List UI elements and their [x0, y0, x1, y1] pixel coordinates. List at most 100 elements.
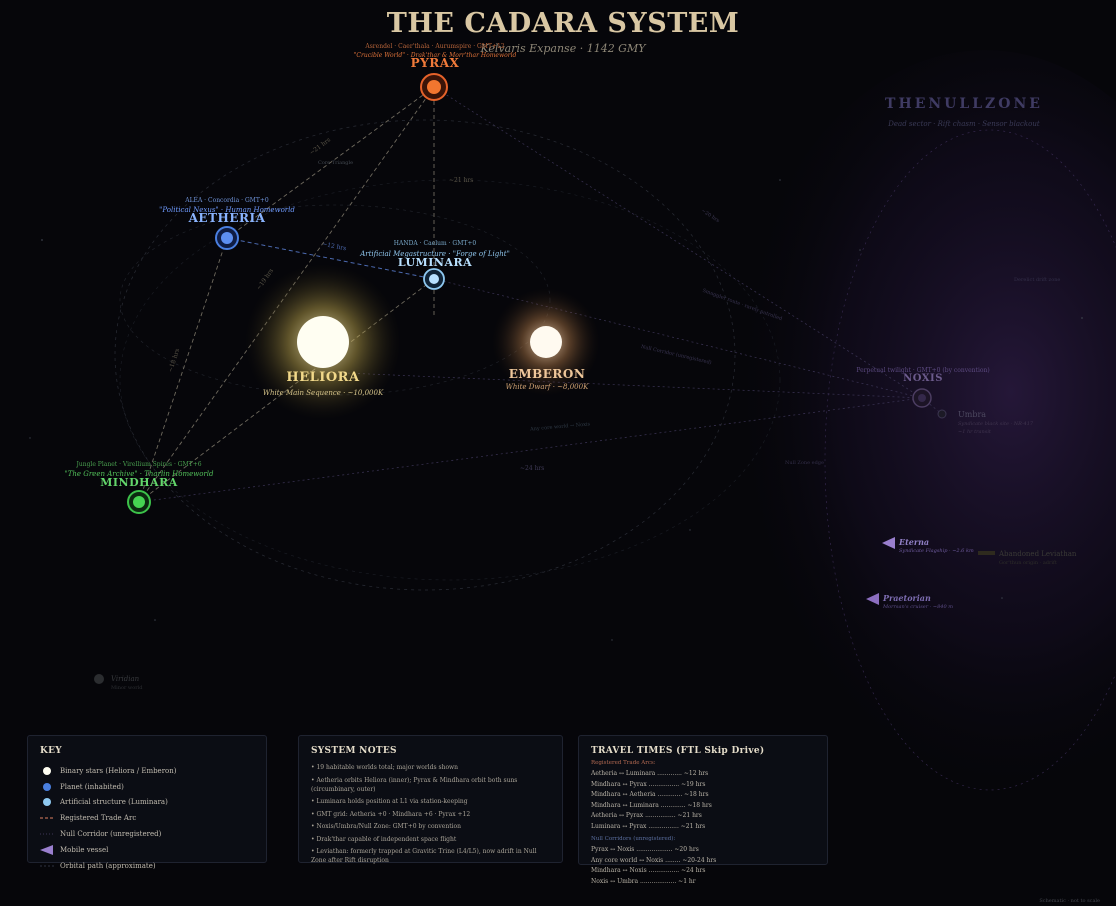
- luminara-label[interactable]: LUMINARA: [397, 256, 473, 269]
- key-label: Binary stars (Heliora / Emberon): [60, 766, 177, 775]
- emberon-label[interactable]: EMBERON: [508, 367, 586, 381]
- heliora-desc: White Main Sequence · ~10,000K: [262, 389, 384, 397]
- notes-panel: SYSTEM NOTES • 19 habitable worlds total…: [298, 735, 563, 864]
- heliora-star[interactable]: [297, 316, 349, 368]
- note-item: • GMT grid: Aetheria +0 · Mindhara +6 · …: [311, 810, 471, 818]
- travel-row: Noxis ↔ Umbra ................... ~1 hr: [591, 877, 696, 885]
- travel-row: Aetheria ↔ Luminara ............. ~12 hr…: [591, 770, 709, 777]
- notes-title: SYSTEM NOTES: [311, 746, 397, 756]
- umbra-planet[interactable]: [937, 409, 947, 419]
- viridian-label[interactable]: Viridian: [111, 675, 140, 683]
- route-mindhara-noxis-label: ~24 hrs: [520, 465, 545, 472]
- note-item: • Luminara holds position at L1 via stat…: [311, 798, 468, 805]
- arc-pyrax-aetheria: [226, 86, 435, 239]
- note-item: • Drak'thar capable of independent space…: [311, 835, 457, 843]
- key-label: Null Corridor (unregistered): [60, 830, 162, 839]
- key-panel: KEY Binary stars (Heliora / Emberon) Pla…: [27, 735, 267, 870]
- key-item: Orbital path (approximate): [40, 858, 254, 874]
- eterna-vessel-icon[interactable]: [882, 537, 895, 549]
- mindhara-tagline: "The Green Archive" · Tharlin Homeworld: [64, 470, 214, 478]
- pyrax-meta: Asrendel · Caer'thala · Aurumspire · GMT…: [365, 43, 505, 50]
- key-item: Planet (inhabited): [40, 779, 254, 795]
- trade-arc-icon: [40, 815, 54, 821]
- noxis-planet[interactable]: [912, 388, 932, 408]
- travel-row: Mindhara ↔ Aetheria ............. ~18 hr…: [591, 791, 709, 798]
- praetorian-label[interactable]: Praetorian: [883, 593, 931, 603]
- eterna-label[interactable]: Eterna: [899, 537, 930, 547]
- emberon-desc: White Dwarf · ~8,000K: [505, 383, 589, 391]
- corridor-mindhara-noxis: [138, 397, 923, 503]
- null-zone-region: [725, 50, 1116, 810]
- mindhara-meta: Jungle Planet · Virellium Spires · GMT+6: [76, 461, 202, 468]
- noxis-meta: Perpetual twilight · GMT+0 (by conventio…: [856, 367, 990, 374]
- umbra-sub1: Syndicate black site · NR-417: [958, 421, 1034, 427]
- key-item: Null Corridor (unregistered): [40, 826, 254, 842]
- corridor-luminara-noxis: [433, 278, 923, 399]
- registered-arcs-heading: Registered Trade Arcs:: [591, 760, 656, 766]
- viridian-sub: Minor world: [111, 685, 143, 691]
- arc-aetheria-luminara: [226, 237, 435, 280]
- aetheria-label[interactable]: AETHERIA: [188, 211, 266, 225]
- key-label: Registered Trade Arc: [60, 814, 137, 823]
- note-item: • 19 habitable worlds total; major world…: [311, 764, 459, 771]
- orbit-icon: [40, 863, 54, 869]
- null-drift-label: Derelict drift zone: [1014, 277, 1061, 283]
- leviathan-label[interactable]: Abandoned Leviathan: [999, 550, 1077, 558]
- emberon-star[interactable]: [530, 326, 562, 358]
- travel-title: TRAVEL TIMES (FTL Skip Drive): [591, 746, 765, 756]
- key-item: Artificial structure (Luminara): [40, 795, 254, 811]
- praetorian-vessel-icon[interactable]: [866, 593, 879, 605]
- map-title: THE CADARA SYSTEM: [386, 8, 740, 39]
- luminara-meta: HANDA · Caelum · GMT+0: [393, 240, 477, 247]
- arc-mindhara-aetheria: [138, 237, 228, 503]
- corridor-pyrax-noxis: [433, 86, 923, 399]
- aetheria-meta: ALEA · Concordia · GMT+0: [185, 197, 269, 204]
- map-subtitle: Kelvaris Expanse · 1142 GMY: [480, 42, 646, 55]
- leviathan-icon[interactable]: [978, 551, 995, 555]
- luminara-structure[interactable]: [423, 268, 445, 290]
- planet-icon: [40, 782, 54, 792]
- pyrax-planet[interactable]: [420, 73, 448, 101]
- key-label: Planet (inhabited): [60, 782, 124, 791]
- core-triangle-label: Core Triangle: [318, 160, 354, 166]
- travel-row: Mindhara ↔ Noxis ................ ~24 hr…: [591, 867, 706, 874]
- binary-star-icon: [40, 766, 54, 776]
- praetorian-desc: Morrsan's cruiser · ~840 m: [883, 604, 953, 610]
- null-zone-title: THENULLZONE: [885, 96, 1043, 112]
- pyrax-label[interactable]: PYRAX: [410, 56, 460, 70]
- heliora-label[interactable]: HELIORA: [286, 370, 360, 385]
- footer-note: Schematic · not to scale: [1039, 898, 1100, 904]
- leviathan-sub: Gor'thun origin · adrift: [999, 560, 1057, 566]
- pyrax-tagline: "Crucible World" · Drak'thar & Morr'thar…: [353, 52, 517, 59]
- travel-row: Mindhara ↔ Pyrax ................ ~19 hr…: [591, 780, 706, 788]
- aetheria-tagline: "Political Nexus" · Human Homeworld: [159, 206, 295, 214]
- null-zone-subtitle: Dead sector · Rift chasm · Sensor blacko…: [888, 120, 1040, 128]
- umbra-label[interactable]: Umbra: [958, 410, 987, 419]
- orbit-mindhara: [119, 179, 781, 581]
- mindhara-label[interactable]: MINDHARA: [100, 476, 178, 489]
- null-zone-boundary: [824, 129, 1116, 791]
- viridian-planet[interactable]: [94, 674, 104, 684]
- travel-row: Mindhara ↔ Luminara ............. ~18 hr…: [591, 801, 712, 809]
- orbit-outer: [114, 119, 736, 591]
- noxis-label[interactable]: NOXIS: [903, 373, 943, 384]
- note-item: • Leviathan: formerly trapped at Graviti…: [311, 848, 537, 864]
- key-item: Mobile vessel: [40, 842, 254, 858]
- mindhara-planet[interactable]: [127, 490, 151, 514]
- key-item: Registered Trade Arc: [40, 810, 254, 826]
- key-label: Orbital path (approximate): [60, 861, 156, 870]
- eterna-desc: Syndicate Flagship · ~2.6 km: [899, 548, 974, 554]
- vessel-icon: [40, 844, 54, 855]
- key-label: Artificial structure (Luminara): [60, 798, 168, 807]
- route-pyrax-luminara-label: ~21 hrs: [449, 177, 474, 184]
- key-label: Mobile vessel: [60, 845, 109, 854]
- null-corridor-icon: [40, 831, 54, 837]
- travel-row: Any core world ↔ Noxis ........ ~20-24 h…: [591, 856, 717, 864]
- null-edge-label: Null Zone edge: [785, 460, 824, 466]
- travel-row: Aetheria ↔ Pyrax ................ ~21 hr…: [591, 812, 702, 819]
- luminara-tagline: Artificial Megastructure · "Forge of Lig…: [360, 250, 510, 258]
- note-item: • Aetheria orbits Heliora (inner); Pyrax…: [311, 776, 518, 793]
- aetheria-planet[interactable]: [215, 226, 239, 250]
- note-item: • Noxis/Umbra/Null Zone: GMT+0 by conven…: [311, 823, 462, 830]
